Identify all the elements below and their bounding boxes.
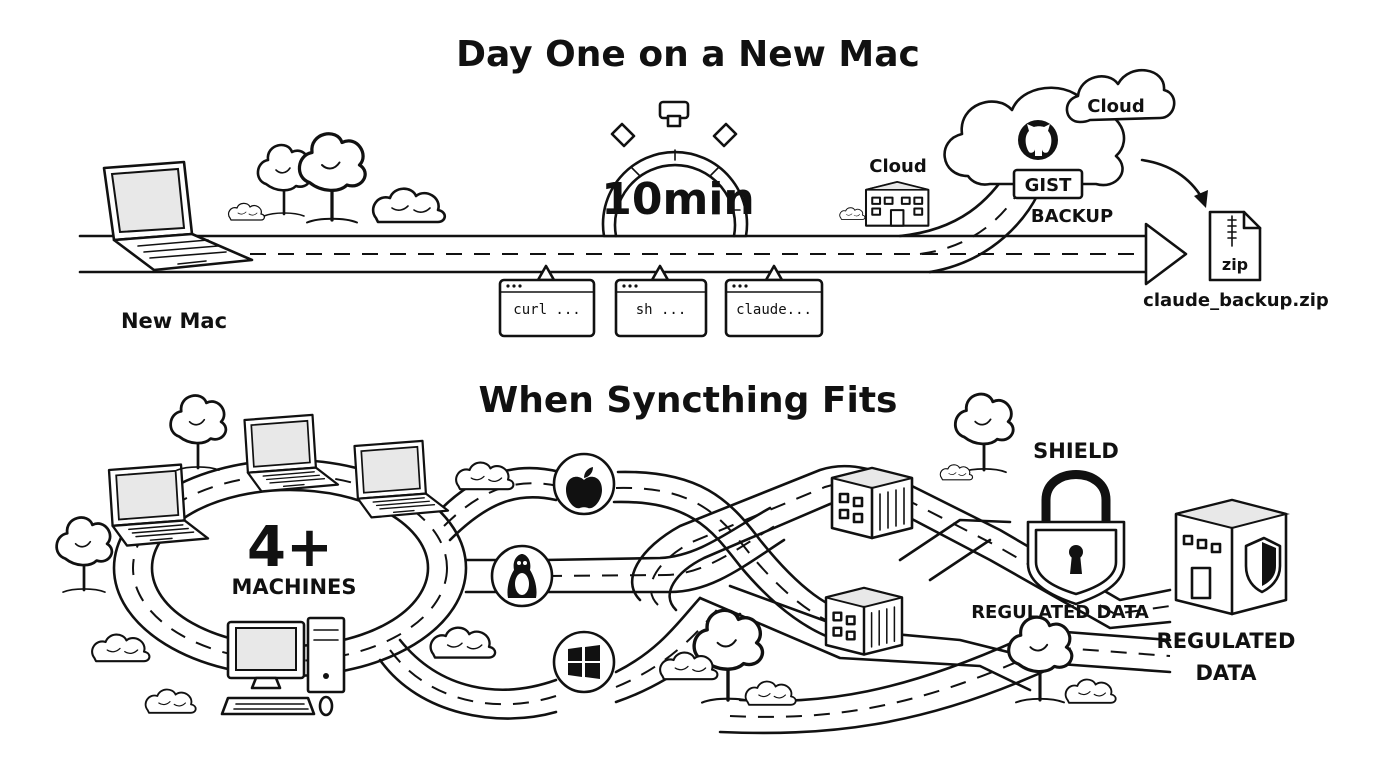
- tree-icon: [953, 392, 1015, 474]
- apple-icon: [566, 467, 602, 509]
- bush-icon: [939, 464, 974, 481]
- cloud-icon: [1065, 68, 1176, 124]
- secure-building: [1174, 498, 1290, 616]
- machines-count: 4+: [247, 515, 333, 580]
- terminal-icon: [498, 278, 596, 338]
- terminal-claude: claude...: [724, 264, 824, 338]
- building-icon: [864, 180, 930, 227]
- command-sh: sh ...: [636, 302, 687, 318]
- padlock-icon: [1026, 470, 1126, 606]
- bush-icon: [91, 633, 151, 663]
- bush-icon: [1064, 678, 1117, 704]
- desktop-computer-icon: [220, 616, 346, 717]
- command-claude: claude...: [736, 302, 812, 318]
- terminal-sh: sh ...: [614, 264, 708, 338]
- machines-label: MACHINES: [232, 575, 357, 599]
- new-mac-label: New Mac: [121, 309, 227, 333]
- building-icon: [824, 586, 904, 656]
- regulated-data-line2: DATA: [1195, 661, 1257, 685]
- bush-icon: [144, 688, 197, 714]
- stopwatch-icon: [601, 100, 749, 238]
- terminal-icon: [724, 278, 824, 338]
- apple-badge: [552, 452, 616, 516]
- zip-file-icon: zip: [1208, 210, 1262, 282]
- cloud-building-label: Cloud: [869, 156, 926, 177]
- zip-label: zip: [1222, 255, 1248, 274]
- backup-arrow: [1140, 158, 1208, 208]
- tree-icon: [297, 132, 367, 225]
- terminal-icon: [614, 278, 708, 338]
- github-icon: [1018, 120, 1058, 160]
- tree-icon: [256, 143, 312, 218]
- stopwatch: 10min: [601, 100, 755, 238]
- cloud-label: Cloud: [1087, 96, 1144, 117]
- bush-icon: [371, 187, 447, 224]
- linux-icon: [507, 554, 537, 598]
- bush-icon: [455, 461, 515, 491]
- gist-label: GIST: [1025, 175, 1072, 196]
- tree-icon: [55, 516, 114, 594]
- shield-icon: [1244, 536, 1282, 594]
- bottom-title: When Syncthing Fits: [479, 380, 898, 421]
- zip-filename: claude_backup.zip: [1143, 290, 1329, 311]
- windows-icon: [568, 645, 600, 679]
- tree-icon: [169, 394, 228, 472]
- building-icon: [830, 466, 914, 540]
- bush-icon: [839, 207, 866, 220]
- regulated-data-line1: REGULATED: [1157, 629, 1296, 653]
- bush-icon: [744, 680, 797, 706]
- shield-label: SHIELD: [1033, 439, 1119, 463]
- terminal-curl: curl ...: [498, 264, 596, 338]
- backup-label: BACKUP: [1031, 206, 1113, 227]
- cloud: Cloud: [1065, 68, 1176, 124]
- laptop-icon: [243, 413, 340, 493]
- tree-icon: [1007, 615, 1074, 704]
- top-title: Day One on a New Mac: [456, 34, 920, 75]
- laptop-icon: [353, 439, 450, 519]
- windows-badge: [552, 630, 616, 694]
- command-curl: curl ...: [513, 302, 580, 318]
- regulated-data-small-label: REGULATED DATA: [971, 602, 1149, 623]
- connecting-roads: [378, 464, 1172, 735]
- github-cloud: GIST BACKUP: [943, 86, 1126, 227]
- bush-icon: [227, 202, 266, 221]
- new-mac-laptop: [102, 160, 254, 272]
- timer-label: 10min: [601, 174, 754, 225]
- linux-badge: [490, 544, 554, 608]
- laptop-icon: [102, 160, 254, 272]
- bush-icon: [429, 626, 497, 659]
